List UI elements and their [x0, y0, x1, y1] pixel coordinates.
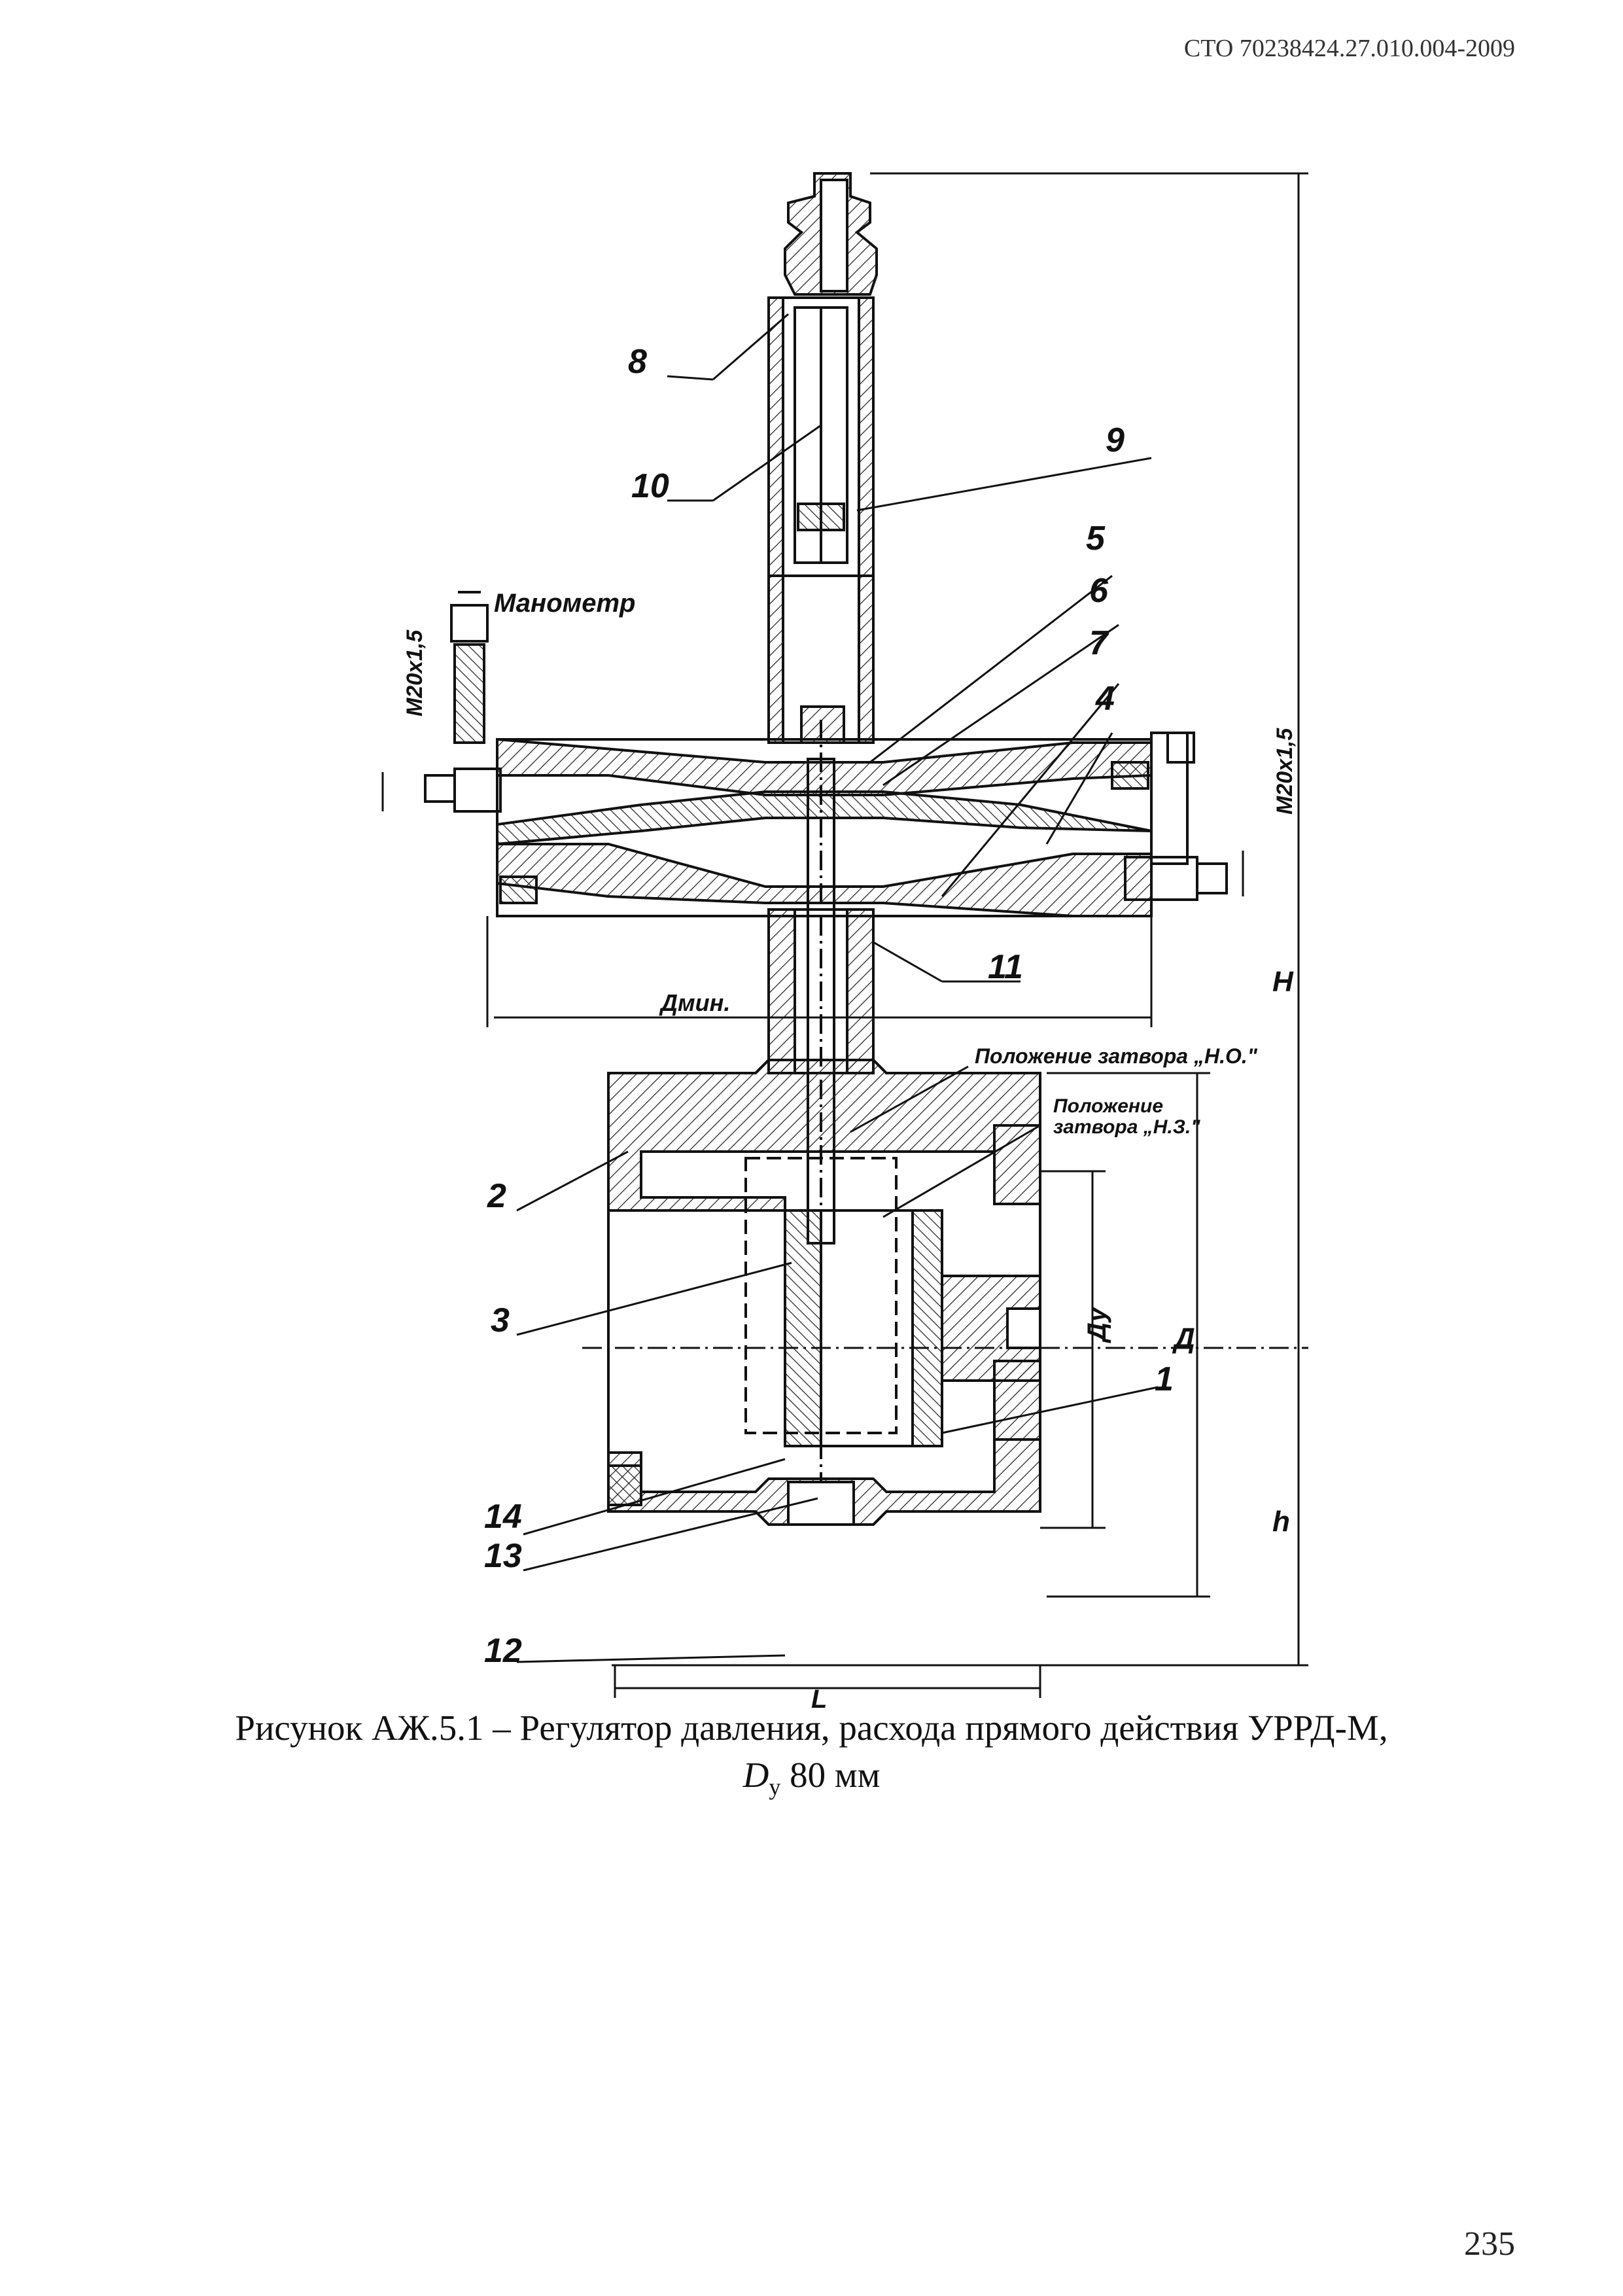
dimension-H-label: H	[1272, 966, 1294, 998]
figure-caption: Рисунок АЖ.5.1 – Регулятор давления, рас…	[0, 1704, 1623, 1810]
thread-right-label: M20x1,5	[1272, 728, 1297, 815]
thread-left-label: M20x1,5	[402, 629, 427, 716]
drawing-body	[424, 172, 1228, 1526]
caption-tail: 80 мм	[780, 1755, 881, 1795]
manometer-label: Манометр	[494, 589, 635, 618]
callout-9: 9	[1106, 421, 1125, 459]
position-nz-label-2: затвора „Н.З."	[1053, 1116, 1200, 1138]
position-no-label: Положение затвора „Н.О."	[975, 1044, 1258, 1068]
dimension-D-label: Д	[1172, 1322, 1195, 1354]
callout-8: 8	[628, 343, 647, 381]
callout-12: 12	[484, 1632, 522, 1670]
page-number: 235	[1464, 2225, 1515, 2263]
callout-11: 11	[988, 948, 1023, 986]
callout-14: 14	[484, 1498, 522, 1536]
dimension-L-label: L	[811, 1685, 827, 1714]
position-nz-label-1: Положение	[1053, 1095, 1163, 1117]
dimension-h-label: h	[1272, 1506, 1290, 1538]
callout-10: 10	[631, 467, 669, 505]
caption-d: D	[742, 1755, 769, 1795]
caption-d-subscript: у	[769, 1774, 781, 1800]
dimension-Du-label: Ду	[1083, 1306, 1111, 1343]
callout-4: 4	[1095, 680, 1115, 718]
document-code: СТО 70238424.27.010.004-2009	[1183, 35, 1515, 62]
callout-3: 3	[491, 1301, 510, 1339]
callout-1: 1	[1155, 1360, 1174, 1398]
caption-line-2: Dу 80 мм	[0, 1752, 1623, 1810]
callout-13: 13	[484, 1537, 522, 1575]
caption-line-1: Рисунок АЖ.5.1 – Регулятор давления, рас…	[235, 1708, 1388, 1748]
callout-2: 2	[487, 1177, 506, 1215]
callout-7: 7	[1089, 624, 1109, 662]
callout-6: 6	[1089, 572, 1109, 610]
d-min-label: Дмин.	[659, 989, 730, 1016]
callout-5: 5	[1086, 520, 1106, 557]
